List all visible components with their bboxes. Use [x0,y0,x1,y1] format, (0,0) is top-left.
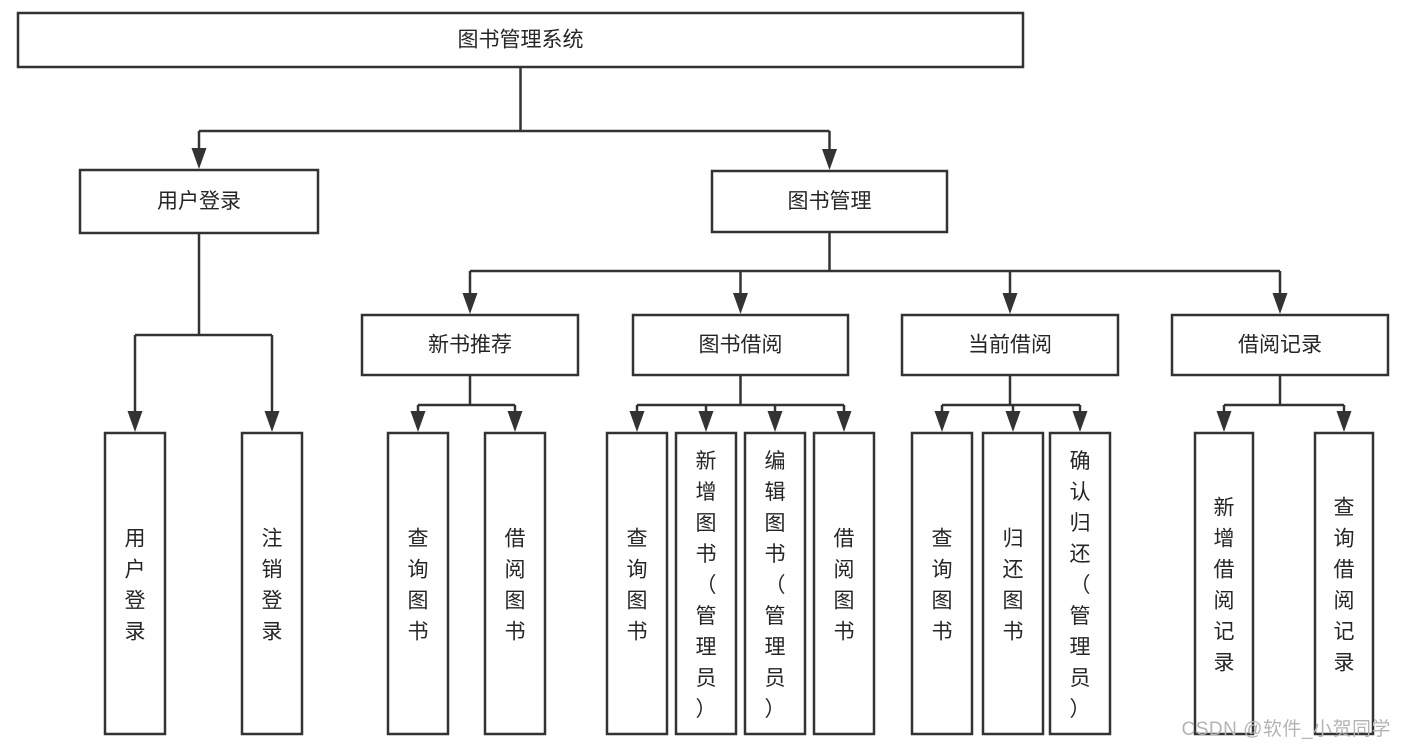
arrow-head-leaf-add-book [698,411,714,432]
node-borrow-records[interactable]: 借阅记录 [1170,313,1390,377]
node-label-leaf-user-login: 用户登录 [125,528,146,644]
node-box-book-borrow [631,313,850,377]
node-book-management[interactable]: 图书管理 [710,169,949,234]
arrow-head-leaf-query-book-recommend [410,411,426,432]
nodes-layer: 图书管理系统用户登录图书管理新书推荐图书借阅当前借阅借阅记录用户登录注销登录查询… [16,11,1390,736]
connector-group-book-management [462,232,1288,314]
connector-group-root [191,67,837,170]
node-box-leaf-logout [240,431,304,736]
arrow-head-user-login [191,148,207,169]
node-label-leaf-query-book-recommend: 查询图书 [408,528,429,644]
node-new-book-recommend[interactable]: 新书推荐 [360,313,580,377]
node-label-leaf-confirm-return: 确认归还（管理员） [1070,450,1091,721]
node-leaf-add-borrow-record[interactable]: 新增借阅记录 [1193,431,1255,736]
node-label-user-login: 用户登录 [157,190,241,213]
node-box-leaf-add-book [674,431,738,736]
node-book-borrow[interactable]: 图书借阅 [631,313,850,377]
node-box-root [16,11,1025,69]
node-label-leaf-query-borrow-record: 查询借阅记录 [1334,497,1355,675]
node-leaf-query-borrow-record[interactable]: 查询借阅记录 [1313,431,1375,736]
node-label-leaf-edit-book: 编辑图书（管理员） [765,450,786,721]
node-box-leaf-query-book-borrow [605,431,669,736]
arrow-head-leaf-query-book-borrow [629,411,645,432]
node-label-leaf-query-book-borrow: 查询图书 [627,528,648,644]
arrow-head-leaf-query-book-current [934,411,950,432]
arrow-head-leaf-return-book [1005,411,1021,432]
arrow-head-new-book-recommend [462,293,478,314]
arrow-head-leaf-borrow-book [836,411,852,432]
node-label-leaf-borrow-book-recommend: 借阅图书 [505,528,526,644]
node-box-new-book-recommend [360,313,580,377]
arrow-head-leaf-edit-book [767,411,783,432]
node-box-leaf-query-book-recommend [386,431,450,736]
node-label-leaf-borrow-book: 借阅图书 [834,528,855,644]
node-leaf-borrow-book[interactable]: 借阅图书 [812,431,876,736]
arrow-head-leaf-borrow-book-recommend [507,411,523,432]
connector-group-current-borrow [934,375,1088,432]
node-label-current-borrow: 当前借阅 [968,334,1052,357]
node-box-borrow-records [1170,313,1390,377]
node-box-user-login [78,168,320,235]
node-root[interactable]: 图书管理系统 [16,11,1025,69]
node-box-leaf-borrow-book-recommend [483,431,547,736]
node-box-leaf-borrow-book [812,431,876,736]
node-current-borrow[interactable]: 当前借阅 [900,313,1120,377]
node-box-leaf-edit-book [743,431,807,736]
node-box-leaf-query-book-current [910,431,974,736]
node-label-leaf-add-book: 新增图书（管理员） [696,450,717,721]
node-leaf-confirm-return[interactable]: 确认归还（管理员） [1048,431,1112,736]
arrow-head-book-borrow [733,293,748,314]
arrow-head-borrow-records [1272,293,1288,314]
node-user-login[interactable]: 用户登录 [78,168,320,235]
node-box-leaf-return-book [981,431,1045,736]
node-leaf-add-book[interactable]: 新增图书（管理员） [674,431,738,736]
node-leaf-edit-book[interactable]: 编辑图书（管理员） [743,431,807,736]
node-label-leaf-return-book: 归还图书 [1003,528,1024,644]
node-leaf-return-book[interactable]: 归还图书 [981,431,1045,736]
connector-group-book-borrow [629,375,852,432]
node-label-book-borrow: 图书借阅 [699,334,783,357]
node-label-new-book-recommend: 新书推荐 [428,334,512,357]
node-label-root: 图书管理系统 [458,29,584,52]
node-box-leaf-user-login [103,431,167,736]
node-leaf-borrow-book-recommend[interactable]: 借阅图书 [483,431,547,736]
arrow-head-current-borrow [1002,293,1018,314]
arrow-head-leaf-add-borrow-record [1216,411,1232,432]
node-leaf-query-book-recommend[interactable]: 查询图书 [386,431,450,736]
node-label-leaf-add-borrow-record: 新增借阅记录 [1214,497,1235,675]
connections-layer [127,67,1352,432]
node-label-leaf-logout: 注销登录 [262,528,283,644]
arrow-head-leaf-confirm-return [1072,411,1088,432]
connector-group-new-book-recommend [410,375,523,432]
node-label-book-management: 图书管理 [788,190,872,213]
node-label-borrow-records: 借阅记录 [1238,334,1322,357]
connector-group-borrow-records [1216,375,1352,432]
connector-group-user-login [127,233,280,432]
node-leaf-user-login[interactable]: 用户登录 [103,431,167,736]
node-box-book-management [710,169,949,234]
node-box-current-borrow [900,313,1120,377]
node-leaf-query-book-current[interactable]: 查询图书 [910,431,974,736]
arrow-head-leaf-logout [264,411,280,432]
node-label-leaf-query-book-current: 查询图书 [932,528,953,644]
arrow-head-leaf-query-borrow-record [1336,411,1352,432]
arrow-head-leaf-user-login [127,411,143,432]
node-box-leaf-confirm-return [1048,431,1112,736]
node-leaf-logout[interactable]: 注销登录 [240,431,304,736]
node-box-leaf-add-borrow-record [1193,431,1255,736]
node-leaf-query-book-borrow[interactable]: 查询图书 [605,431,669,736]
node-box-leaf-query-borrow-record [1313,431,1375,736]
arrow-head-book-management [822,149,837,170]
